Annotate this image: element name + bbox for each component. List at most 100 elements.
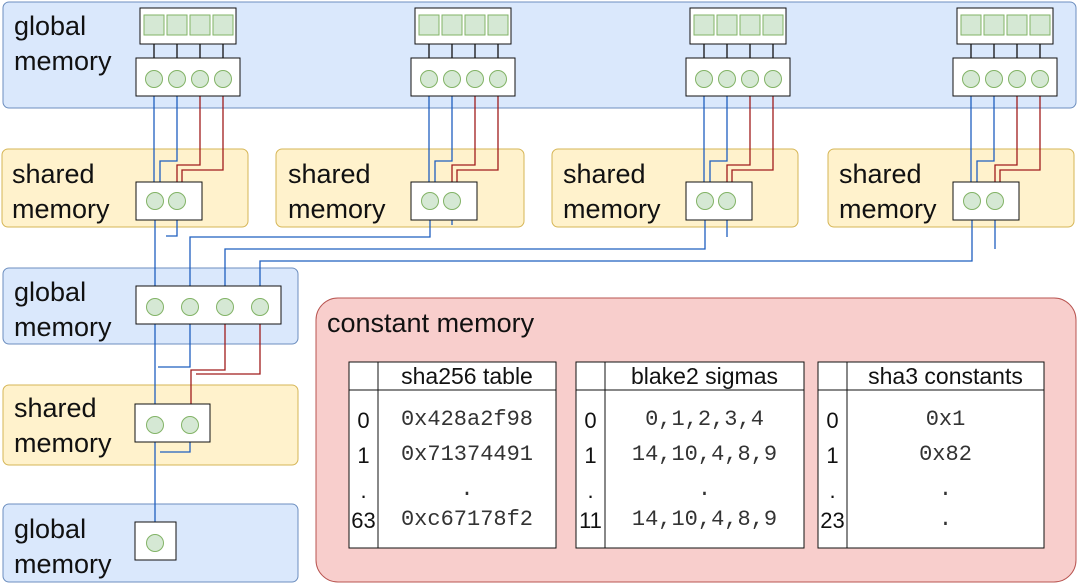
constant-memory-title: constant memory	[327, 308, 535, 338]
node-4-3	[1008, 70, 1026, 88]
buffer-cell-1-4	[212, 14, 234, 36]
wire-g3-c-to-shared	[723, 85, 751, 194]
table-2-row-1-value: 0,1,2,3,4	[645, 407, 764, 432]
node-3-1	[695, 70, 713, 88]
table-2-row-4-index: 11	[579, 508, 602, 533]
table-2-row-2-index: 1	[584, 443, 596, 468]
table-3-row-2-index: 1	[826, 443, 838, 468]
buffer-cell-2-3	[464, 14, 486, 36]
shared-node-3-1	[696, 192, 714, 210]
wire-mid-to-shared-c	[187, 310, 226, 414]
wire-g2-b-to-shared	[431, 85, 453, 194]
final-node	[146, 534, 164, 552]
table-3-row-4-value: .	[939, 507, 952, 532]
bottom-shared-node-1	[146, 416, 164, 434]
node-3-4	[764, 70, 782, 88]
shared-memory-label-2b: memory	[288, 194, 386, 224]
table-1-row-2-index: 1	[357, 443, 369, 468]
wire-mid-to-shared-b	[158, 310, 191, 368]
node-3-2	[718, 70, 736, 88]
buffer-cell-2-4	[487, 14, 509, 36]
shared-memory-label-4b: memory	[839, 194, 937, 224]
table-1-row-4-index: 63	[351, 508, 375, 533]
shared-node-1-2	[168, 192, 186, 210]
table-1-frame	[348, 361, 557, 549]
table-3-title: sha3 constants	[868, 363, 1023, 389]
table-2-row-3-value: .	[698, 477, 711, 502]
wire-g1-c-to-shared	[173, 85, 201, 194]
wire-g4-c-to-shared	[991, 85, 1018, 194]
shared-memory-bottom-label-line1: shared	[14, 393, 97, 423]
node-1-3	[191, 70, 209, 88]
table-2-row-2-value: 14,10,4,8,9	[632, 442, 777, 467]
global-memory-bottom-label-line1: global	[14, 514, 86, 544]
table-2-frame	[575, 361, 805, 549]
buffer-cell-2-1	[418, 14, 440, 36]
table-1-row-1-value: 0x428a2f98	[401, 407, 533, 432]
node-2-1	[420, 70, 438, 88]
bottom-shared-node-2	[181, 416, 199, 434]
node-4-4	[1031, 70, 1049, 88]
wire-s2-to-mid-2	[186, 210, 431, 299]
mid-node-3	[216, 298, 234, 316]
table-1-row-3-value: .	[460, 477, 473, 502]
buffer-cell-2-2	[441, 14, 463, 36]
shared-node-1-1	[146, 192, 164, 210]
table-3-row-4-index: 23	[820, 508, 844, 533]
table-3-row-2-value: 0x82	[919, 442, 972, 467]
buffer-cell-4-3	[1006, 14, 1028, 36]
buffer-cell-4-4	[1029, 14, 1051, 36]
table-3-frame	[817, 361, 1045, 549]
node-1-4	[214, 70, 232, 88]
global-memory-top-label-line2: memory	[14, 46, 112, 76]
table-3-row-3-value: .	[939, 477, 952, 502]
buffer-cell-1-1	[143, 14, 165, 36]
wire-g2-c-to-shared	[448, 85, 476, 194]
shared-memory-label-4a: shared	[839, 159, 922, 189]
wire-s4-to-mid-4	[256, 210, 973, 299]
buffer-cell-3-3	[739, 14, 761, 36]
node-1-2	[168, 70, 186, 88]
global-memory-top-region	[2, 1, 1077, 109]
table-2-row-4-value: 14,10,4,8,9	[632, 507, 777, 532]
buffer-cell-3-2	[716, 14, 738, 36]
table-3-row-1-value: 0x1	[926, 407, 966, 432]
table-1-row-3-index: .	[360, 478, 366, 503]
global-memory-bottom-label-line2: memory	[14, 549, 112, 579]
global-memory-top-label-line1: global	[14, 11, 86, 41]
table-2-row-1-index: 0	[584, 408, 596, 433]
wire-s3-to-mid-3	[221, 210, 706, 299]
shared-node-2-1	[421, 192, 439, 210]
table-2-row-3-index: .	[587, 478, 593, 503]
node-2-4	[489, 70, 507, 88]
shared-memory-label-1b: memory	[12, 194, 110, 224]
node-4-1	[962, 70, 980, 88]
table-1-title: sha256 table	[401, 363, 533, 389]
shared-node-4-1	[963, 192, 981, 210]
shared-memory-label-3a: shared	[563, 159, 646, 189]
wire-g4-b-to-shared	[973, 85, 995, 194]
shared-memory-label-1a: shared	[12, 159, 95, 189]
global-memory-mid-label-line2: memory	[14, 312, 112, 342]
buffer-cell-4-2	[983, 14, 1005, 36]
buffer-cell-4-1	[960, 14, 982, 36]
mid-node-1	[146, 298, 164, 316]
node-2-2	[443, 70, 461, 88]
shared-node-4-2	[986, 192, 1004, 210]
table-1-row-2-value: 0x71374491	[401, 442, 533, 467]
mid-node-4	[251, 298, 269, 316]
shared-memory-bottom-label-line2: memory	[14, 428, 112, 458]
node-2-3	[466, 70, 484, 88]
table-2-title: blake2 sigmas	[631, 363, 778, 389]
node-1-1	[145, 70, 163, 88]
table-3-row-3-index: .	[829, 478, 835, 503]
node-3-3	[741, 70, 759, 88]
wire-g1-b-to-shared	[156, 85, 178, 194]
shared-node-2-2	[443, 192, 461, 210]
buffer-cell-3-4	[762, 14, 784, 36]
shared-memory-label-3b: memory	[563, 194, 661, 224]
global-memory-mid-label-line1: global	[14, 277, 86, 307]
constant-tables: sha256 table 0 0x428a2f98 1 0x71374491.. 63 0x…	[348, 361, 1045, 549]
shared-node-3-2	[718, 192, 736, 210]
buffer-cell-1-3	[189, 14, 211, 36]
